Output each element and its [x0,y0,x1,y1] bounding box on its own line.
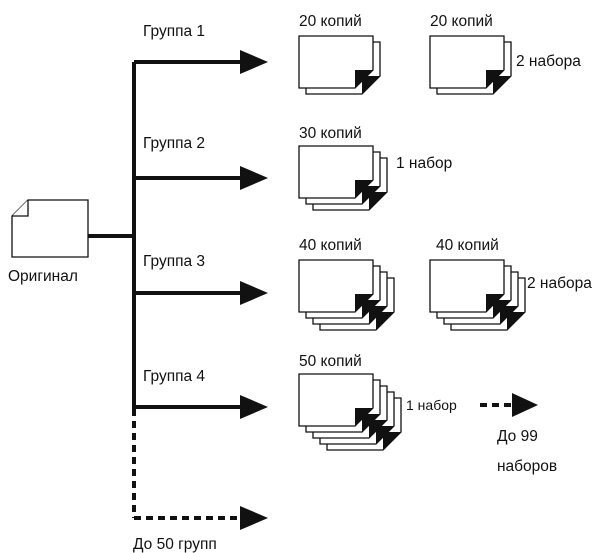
paper-fold [369,192,387,210]
paper-fold [507,312,525,330]
paper-stack-icon [298,259,395,331]
group-3-stack-1-copies: 40 копий [299,237,362,254]
group-1-stack-2-sets: 2 набора [516,53,581,70]
arrowhead-more-groups [240,506,268,530]
group-1-stack-1-copies: 20 копий [299,13,362,30]
more-sets-arrowhead [512,393,538,417]
arrowhead-group-1 [240,50,268,74]
paper-fold [500,306,518,324]
paper-fold [493,300,511,318]
group-3-label: Группа 3 [143,253,205,270]
paper-stack-icon [298,373,402,451]
group-2-stack-1-sets: 1 набор [396,155,452,172]
arrowhead-group-4 [240,395,268,419]
paper-stack-icon [429,259,526,331]
paper-fold [383,432,401,450]
paper-fold [355,294,373,312]
original-document-icon [11,199,89,258]
paper-fold [369,306,387,324]
paper-fold [355,70,373,88]
arrowhead-group-3 [240,281,268,305]
paper-fold [355,180,373,198]
paper-fold [369,420,387,438]
sets-limit-line1: До 99 [497,428,538,445]
paper-stack-icon [429,35,512,95]
original-label: Оригинал [8,268,78,285]
paper-fold [486,70,504,88]
group-4-stack-1-copies: 50 копий [299,353,362,370]
groups-limit-label: До 50 групп [133,536,217,553]
group-3-stack-2-sets: 2 набора [527,275,592,292]
paper-fold [355,408,373,426]
paper-fold [362,414,380,432]
group-1-label: Группа 1 [143,23,205,40]
paper-fold [376,312,394,330]
group-2-label: Группа 2 [143,135,205,152]
group-4-stack-1-sets: 1 набор [406,397,457,413]
paper-stack-icon [298,145,388,211]
group-3-stack-2-copies: 40 копий [436,237,499,254]
paper-fold [376,426,394,444]
group-4-label: Группа 4 [143,368,205,385]
group-1-stack-2-copies: 20 копий [430,13,493,30]
paper-stack-icon [298,35,381,95]
sets-limit-line2: наборов [497,458,557,475]
paper-fold [362,300,380,318]
paper-fold [362,186,380,204]
paper-fold [493,76,511,94]
arrowhead-group-2 [240,166,268,190]
group-2-stack-1-copies: 30 копий [299,125,362,142]
paper-fold [486,294,504,312]
paper-fold [362,76,380,94]
